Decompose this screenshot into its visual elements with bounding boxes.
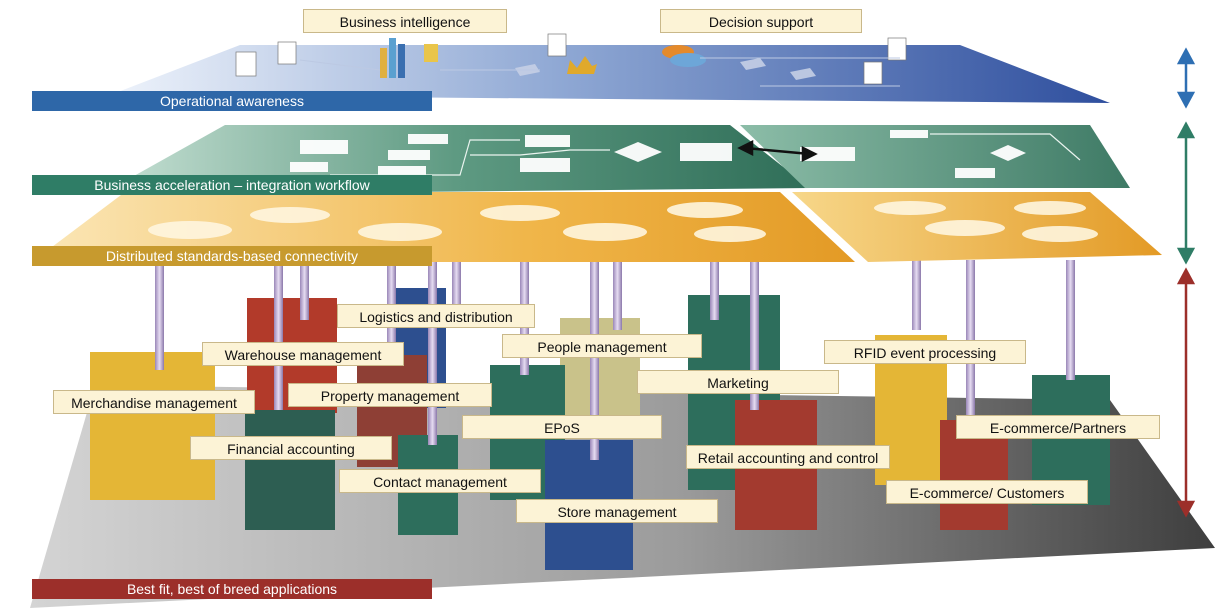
- layer-band-connectivity: Distributed standards-based connectivity: [32, 246, 432, 266]
- layer-band-applications: Best fit, best of breed applications: [32, 579, 432, 599]
- awareness-arrow-icon: [1176, 47, 1196, 109]
- workflow-arrow-icon: [1176, 121, 1196, 265]
- label-store: Store management: [516, 499, 718, 523]
- crown-chart-icon: [567, 56, 597, 74]
- connectivity-layer: [32, 192, 1162, 262]
- right-arrows: [1176, 47, 1196, 518]
- bidirectional-arrow-icon: [737, 139, 818, 163]
- awareness-layer: [110, 33, 1110, 103]
- label-marketing: Marketing: [637, 370, 839, 394]
- label-ecommerce-customers: E-commerce/ Customers: [886, 480, 1088, 504]
- label-contact: Contact management: [339, 469, 541, 493]
- applications-arrow-icon: [1176, 267, 1196, 518]
- label-financial: Financial accounting: [190, 436, 392, 460]
- pie-chart-icon: [662, 45, 706, 67]
- label-epos: EPoS: [462, 415, 662, 439]
- label-retail: Retail accounting and control: [686, 445, 890, 469]
- label-property: Property management: [288, 383, 492, 407]
- label-business-intelligence: Business intelligence: [303, 9, 507, 33]
- label-decision-support: Decision support: [660, 9, 862, 33]
- label-warehouse: Warehouse management: [202, 342, 404, 366]
- label-rfid: RFID event processing: [824, 340, 1026, 364]
- label-ecommerce-partners: E-commerce/Partners: [956, 415, 1160, 439]
- label-merchandise: Merchandise management: [53, 390, 255, 414]
- label-people: People management: [502, 334, 702, 358]
- layer-band-awareness: Operational awareness: [32, 91, 432, 111]
- label-logistics: Logistics and distribution: [337, 304, 535, 328]
- layer-band-acceleration: Business acceleration – integration work…: [32, 175, 432, 195]
- bar-chart-icon: [380, 38, 438, 78]
